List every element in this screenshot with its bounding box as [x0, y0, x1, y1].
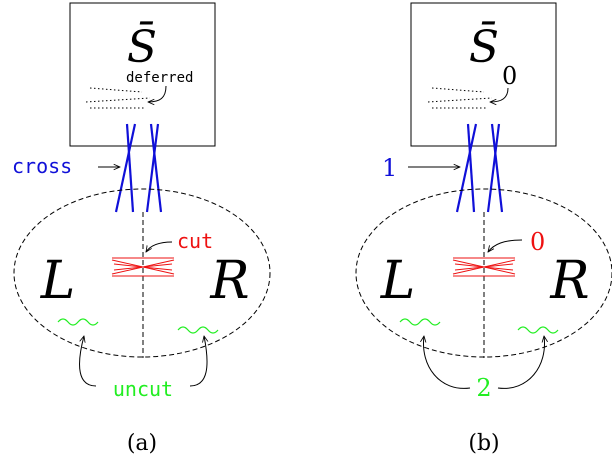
uncut-label-a: uncut	[113, 377, 173, 401]
caption-a: (a)	[127, 431, 157, 456]
uncut-arrow-right-b	[497, 336, 545, 389]
cut-arrow-b	[488, 239, 523, 252]
right-symbol-a: R	[209, 251, 249, 311]
uncut-label-b: 2	[476, 374, 491, 402]
uncut-arrow-left-b	[423, 336, 471, 389]
right-symbol-b: R	[549, 251, 589, 311]
top-box-a	[69, 2, 216, 147]
cross-label-a: cross	[12, 154, 72, 178]
caption-b: (b)	[468, 431, 499, 456]
dotted-lines-a	[85, 87, 151, 109]
box-arrow-b	[490, 87, 509, 102]
cross-lines-a	[114, 123, 163, 213]
top-box-b	[410, 2, 557, 147]
left-symbol-a: L	[40, 251, 76, 311]
cut-label-a: cut	[177, 229, 213, 253]
squiggle-right-a	[177, 326, 219, 334]
squiggle-left-b	[399, 318, 441, 326]
squiggle-left-a	[57, 318, 99, 326]
panel-a: S̄ deferred cross	[12, 2, 271, 456]
uncut-arrow-right-a	[189, 336, 207, 387]
cut-arrow-a	[146, 241, 173, 252]
uncut-arrow-left-a	[79, 336, 97, 387]
top-box-symbol-a: S̄	[127, 20, 157, 73]
cut-lines-b	[452, 257, 516, 277]
top-box-symbol-b: S̄	[469, 20, 499, 73]
panel-b: S̄ 0 1 0 L R	[355, 2, 612, 456]
cross-lines-b	[455, 123, 504, 213]
dotted-lines-b	[427, 87, 493, 109]
cut-label-b: 0	[530, 228, 545, 256]
deferred-arrow-a	[148, 85, 167, 102]
cut-lines-a	[111, 257, 175, 277]
box-label-b: 0	[502, 62, 517, 90]
left-symbol-b: L	[380, 251, 416, 311]
ellipse-a	[13, 188, 271, 358]
squiggle-right-b	[517, 326, 559, 334]
box-label-a: deferred	[126, 70, 193, 86]
cross-label-b: 1	[382, 154, 397, 182]
